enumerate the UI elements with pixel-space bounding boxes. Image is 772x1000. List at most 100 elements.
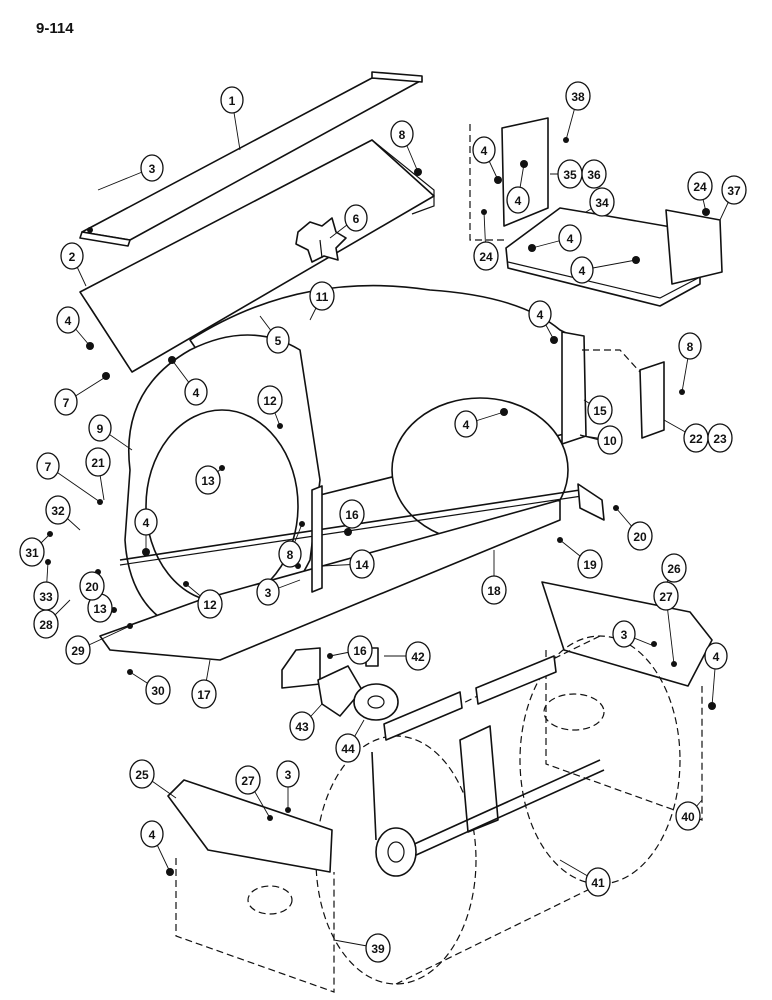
- callout-circle: [577, 549, 603, 579]
- callout-c8b: 8: [678, 332, 702, 393]
- callout-c21: 21: [85, 447, 111, 501]
- callout-circle: [653, 581, 679, 611]
- upper-right-bracket-assembly: [469, 117, 723, 439]
- callout-c41: 41: [559, 859, 611, 897]
- callout-circle: [612, 620, 636, 648]
- callout-label: 43: [295, 720, 309, 734]
- callout-c27b: 27: [235, 765, 271, 819]
- callout-circle: [473, 241, 499, 271]
- callout-c19: 19: [559, 539, 603, 579]
- callout-c36: 36: [581, 159, 607, 189]
- callout-label: 8: [399, 128, 406, 142]
- callout-circle: [335, 733, 361, 763]
- callout-c4g: 4: [528, 300, 555, 341]
- callout-label: 13: [201, 474, 215, 488]
- callout-label: 20: [633, 530, 647, 544]
- callout-label: 7: [45, 460, 52, 474]
- callout-label: 4: [193, 386, 200, 400]
- callout-c7b: 7: [36, 452, 101, 503]
- callout-circle: [558, 224, 582, 252]
- callout-c32: 32: [45, 495, 81, 531]
- callout-label: 14: [355, 558, 369, 572]
- callout-c15: 15: [583, 395, 613, 425]
- callout-circle: [197, 589, 223, 619]
- lower-left-shield: [167, 779, 335, 993]
- callout-c35: 35: [550, 159, 583, 189]
- callout-circle: [587, 395, 613, 425]
- callout-circle: [266, 326, 290, 354]
- callout-circle: [56, 306, 80, 334]
- callout-c4k: 4: [140, 820, 171, 873]
- callout-c3a: 3: [97, 154, 164, 191]
- callout-c42: 42: [384, 641, 431, 671]
- callout-circle: [472, 136, 496, 164]
- callout-label: 35: [563, 168, 577, 182]
- callout-c13a: 13: [195, 465, 223, 495]
- callout-label: 8: [687, 340, 694, 354]
- callout-c29: 29: [65, 625, 131, 665]
- fan-mount: [281, 647, 399, 721]
- callout-c20b: 20: [79, 571, 105, 601]
- callout-label: 27: [659, 590, 673, 604]
- callout-label: 32: [51, 504, 65, 518]
- callout-circle: [276, 760, 300, 788]
- callout-circle: [60, 242, 84, 270]
- callout-label: 4: [579, 264, 586, 278]
- callout-c38: 38: [565, 81, 591, 141]
- callout-circle: [36, 452, 60, 480]
- callout-c11: 11: [309, 281, 335, 321]
- callout-circle: [145, 675, 171, 705]
- callouts: 1233334444444444456778889101112121313141…: [19, 81, 747, 963]
- callout-label: 4: [149, 828, 156, 842]
- callout-label: 23: [713, 432, 727, 446]
- callout-label: 19: [583, 558, 597, 572]
- callout-circle: [220, 86, 244, 114]
- callout-c31: 31: [19, 533, 51, 567]
- callout-circle: [347, 635, 373, 665]
- callout-circle: [257, 385, 283, 415]
- callout-label: 12: [263, 394, 277, 408]
- callout-c8c: 8: [278, 523, 303, 568]
- page-number: 9-114: [36, 20, 74, 37]
- callout-circle: [45, 495, 71, 525]
- callout-label: 17: [197, 688, 211, 702]
- callout-c20a: 20: [615, 507, 653, 551]
- callout-circle: [289, 711, 315, 741]
- callout-circle: [687, 171, 713, 201]
- callout-c3d: 3: [276, 760, 300, 810]
- callout-label: 4: [463, 418, 470, 432]
- callout-c44: 44: [335, 719, 365, 763]
- callout-label: 11: [316, 290, 329, 304]
- callout-c39: 39: [333, 933, 391, 963]
- callout-label: 42: [411, 650, 425, 664]
- callout-c4d: 4: [171, 359, 208, 406]
- callout-label: 2: [69, 250, 76, 264]
- callout-circle: [140, 154, 164, 182]
- callout-c4b: 4: [506, 163, 530, 214]
- callout-c16b: 16: [329, 635, 373, 665]
- callout-label: 7: [63, 396, 70, 410]
- callout-label: 3: [285, 768, 292, 782]
- callout-c12a: 12: [257, 385, 283, 427]
- callout-label: 4: [567, 232, 574, 246]
- callout-label: 39: [371, 942, 385, 956]
- callout-c40: 40: [675, 799, 703, 831]
- callout-label: 31: [25, 546, 39, 560]
- callout-label: 13: [93, 602, 107, 616]
- callout-label: 3: [149, 162, 156, 176]
- callout-label: 4: [537, 308, 544, 322]
- callout-label: 34: [595, 196, 609, 210]
- callout-label: 40: [681, 810, 695, 824]
- callout-label: 27: [241, 774, 255, 788]
- callout-circle: [309, 281, 335, 311]
- callout-circle: [349, 549, 375, 579]
- callout-circle: [256, 578, 280, 606]
- callout-c6: 6: [329, 204, 368, 239]
- callout-label: 29: [71, 644, 85, 658]
- callout-label: 28: [39, 618, 53, 632]
- callout-label: 21: [91, 456, 105, 470]
- callout-label: 41: [591, 876, 605, 890]
- callout-circle: [481, 575, 507, 605]
- callout-circle: [79, 571, 105, 601]
